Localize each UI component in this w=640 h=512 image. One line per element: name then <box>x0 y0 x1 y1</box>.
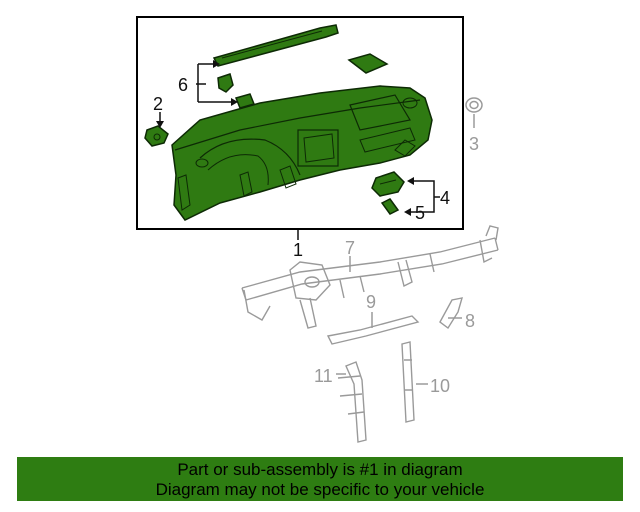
part-10-support[interactable] <box>401 341 415 423</box>
callout-6: 6 <box>178 75 188 95</box>
part-3-grommet[interactable] <box>465 97 483 113</box>
callout-10: 10 <box>430 376 450 396</box>
callout-9: 9 <box>366 292 376 312</box>
info-banner: Part or sub-assembly is #1 in diagram Di… <box>17 457 623 501</box>
part-4-switch[interactable] <box>371 171 405 197</box>
part-11-support[interactable] <box>337 361 367 443</box>
callout-5: 5 <box>415 203 425 223</box>
instrument-panel[interactable] <box>171 85 433 221</box>
callout-8: 8 <box>465 311 475 331</box>
defroster-strip[interactable] <box>212 24 339 67</box>
callout-2: 2 <box>153 94 163 114</box>
callout-1: 1 <box>293 240 303 260</box>
part-9-brace[interactable] <box>326 315 420 345</box>
part-2-vent[interactable] <box>144 125 169 147</box>
part-6-clip-lower[interactable] <box>234 93 256 109</box>
callout-3: 3 <box>469 134 479 154</box>
part-5-knob[interactable] <box>380 198 400 215</box>
callout-4: 4 <box>440 188 450 208</box>
leader-arrowheads <box>156 60 414 216</box>
banner-line-2: Diagram may not be specific to your vehi… <box>155 480 485 499</box>
callout-7: 7 <box>345 238 355 258</box>
part-7-reinforcement-bar[interactable] <box>241 225 499 329</box>
part-8-bracket[interactable] <box>439 297 463 330</box>
banner-line-1: Part or sub-assembly is #1 in diagram <box>177 460 463 479</box>
leader-lines <box>159 63 440 240</box>
assembly-frame <box>136 16 464 230</box>
part-6-clip-upper[interactable] <box>217 73 234 93</box>
glove-box-lid[interactable] <box>347 53 389 74</box>
callout-11: 11 <box>314 366 333 386</box>
